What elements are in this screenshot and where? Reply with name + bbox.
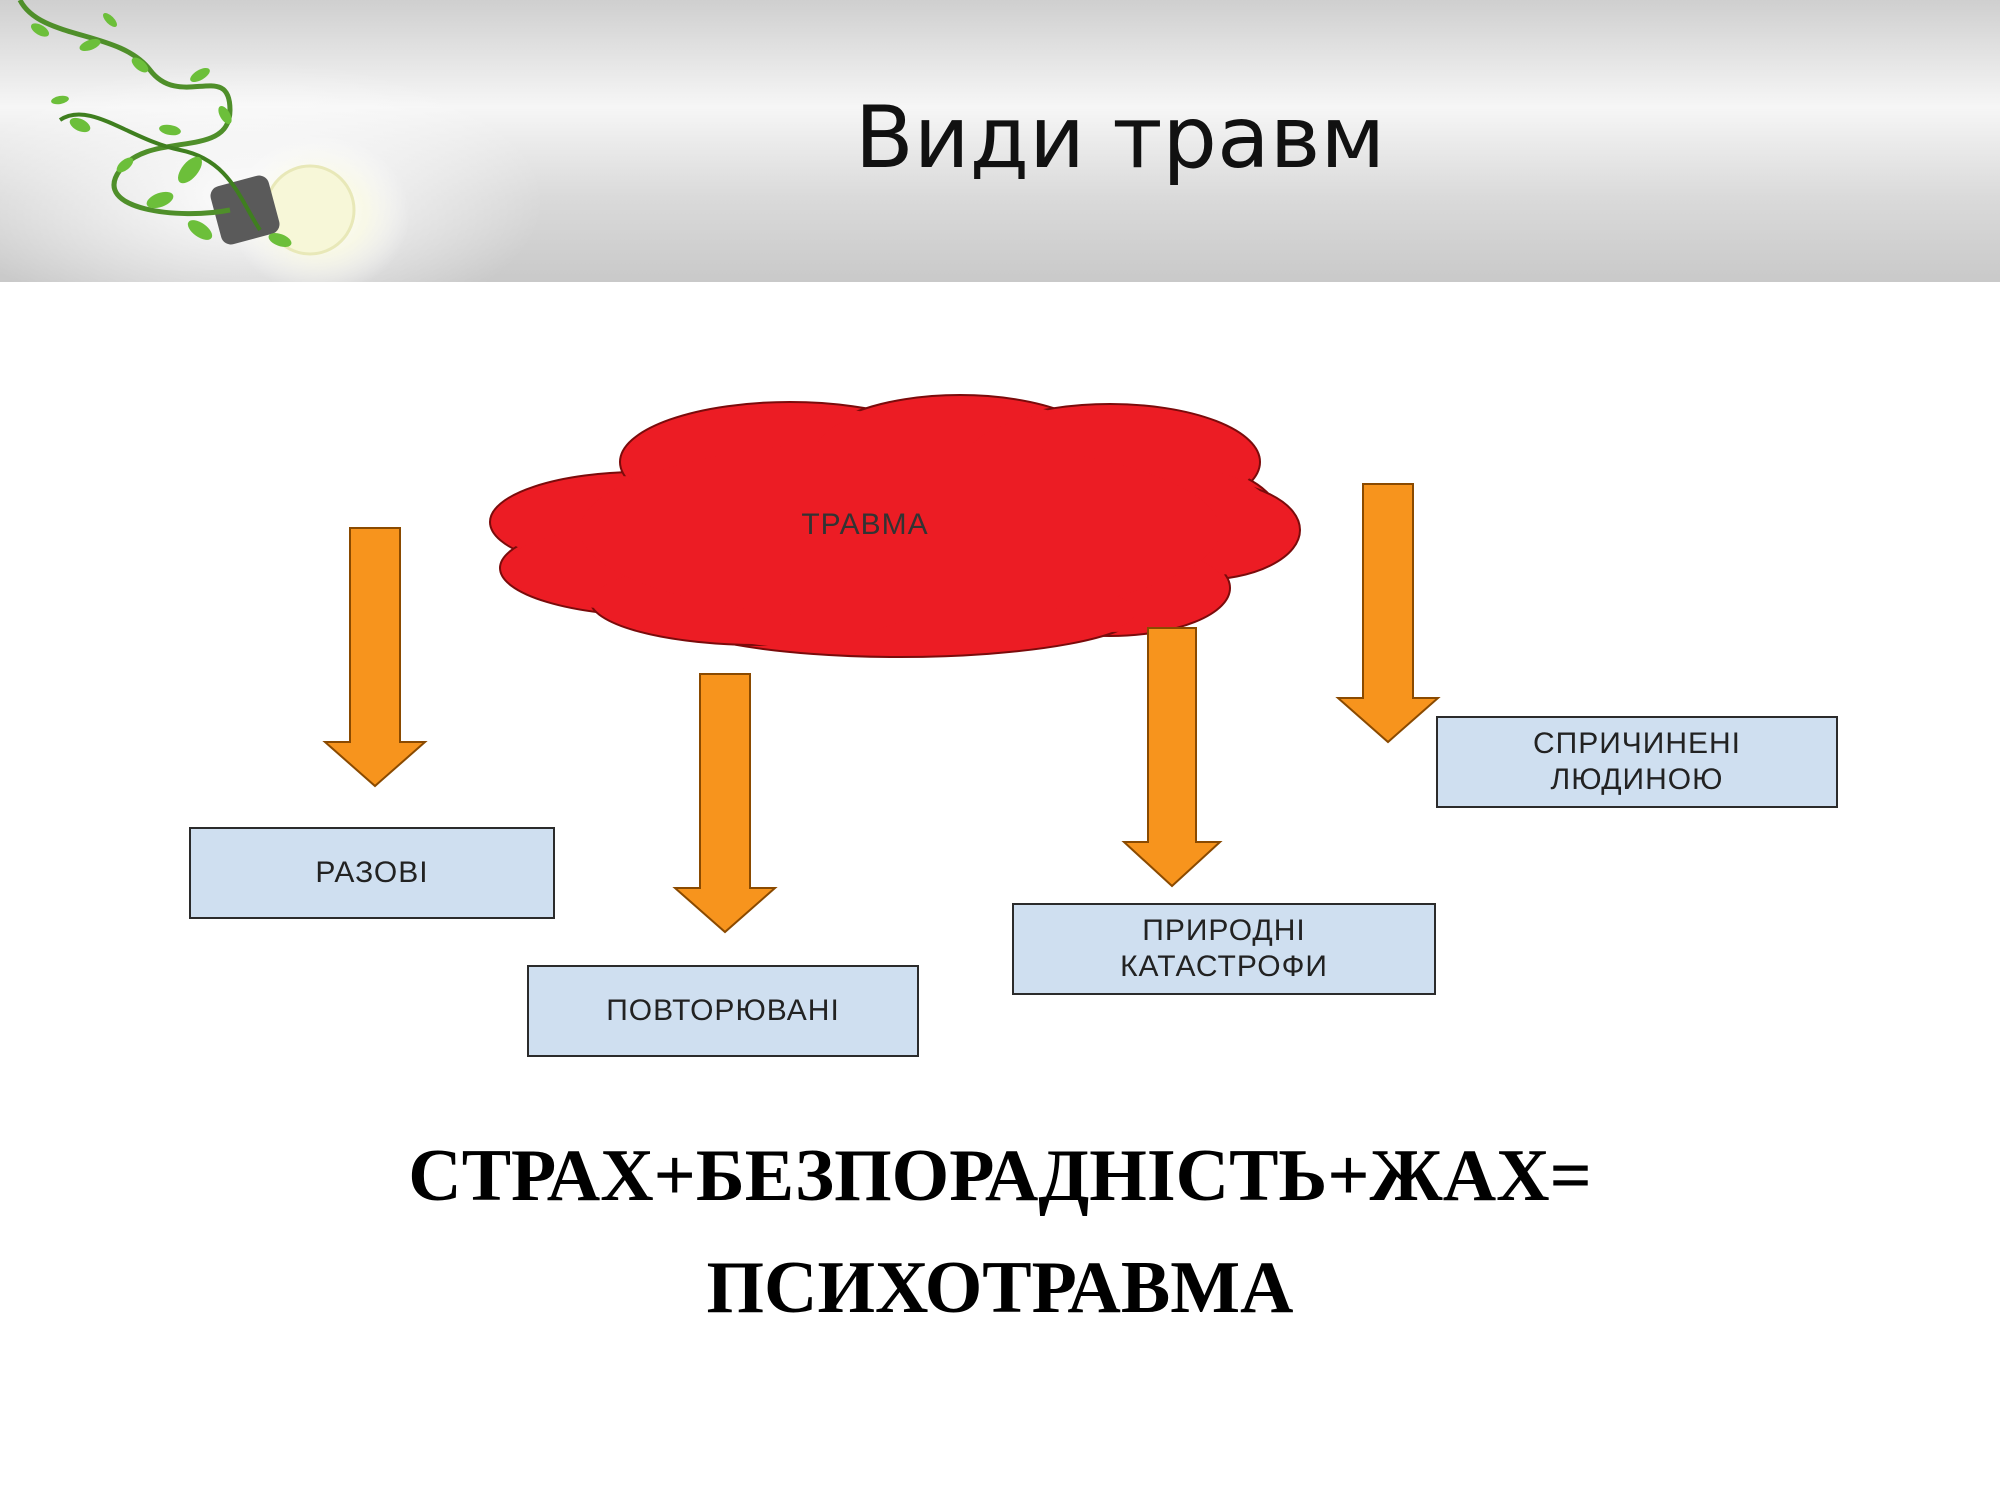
slide-title: Види травм xyxy=(854,88,1386,188)
trauma-cloud xyxy=(489,394,1301,658)
arrow-to-pryrodni xyxy=(1121,627,1223,888)
cloud-label-travma: ТРАВМА xyxy=(801,508,929,541)
arrow-to-povtoriuvani xyxy=(672,673,778,934)
lightbulb-vine-decoration xyxy=(17,0,410,282)
box-razovi: РАЗОВІ xyxy=(189,827,555,919)
formula-line-1: СТРАХ+БЕЗПОРАДНІСТЬ+ЖАХ= xyxy=(408,1135,1592,1217)
box-povtoriuvani: ПОВТОРЮВАНІ xyxy=(527,965,919,1057)
arrow-to-sprychyneni xyxy=(1335,483,1441,744)
box-sprychyneni-liudynoiu: СПРИЧИНЕНІ ЛЮДИНОЮ xyxy=(1436,716,1838,808)
arrow-to-razovi xyxy=(322,527,428,788)
formula-text: СТРАХ+БЕЗПОРАДНІСТЬ+ЖАХ= ПСИХОТРАВМА xyxy=(200,1120,1800,1344)
formula-line-2: ПСИХОТРАВМА xyxy=(706,1247,1294,1329)
box-pryrodni-katastrofy: ПРИРОДНІ КАТАСТРОФИ xyxy=(1012,903,1436,995)
